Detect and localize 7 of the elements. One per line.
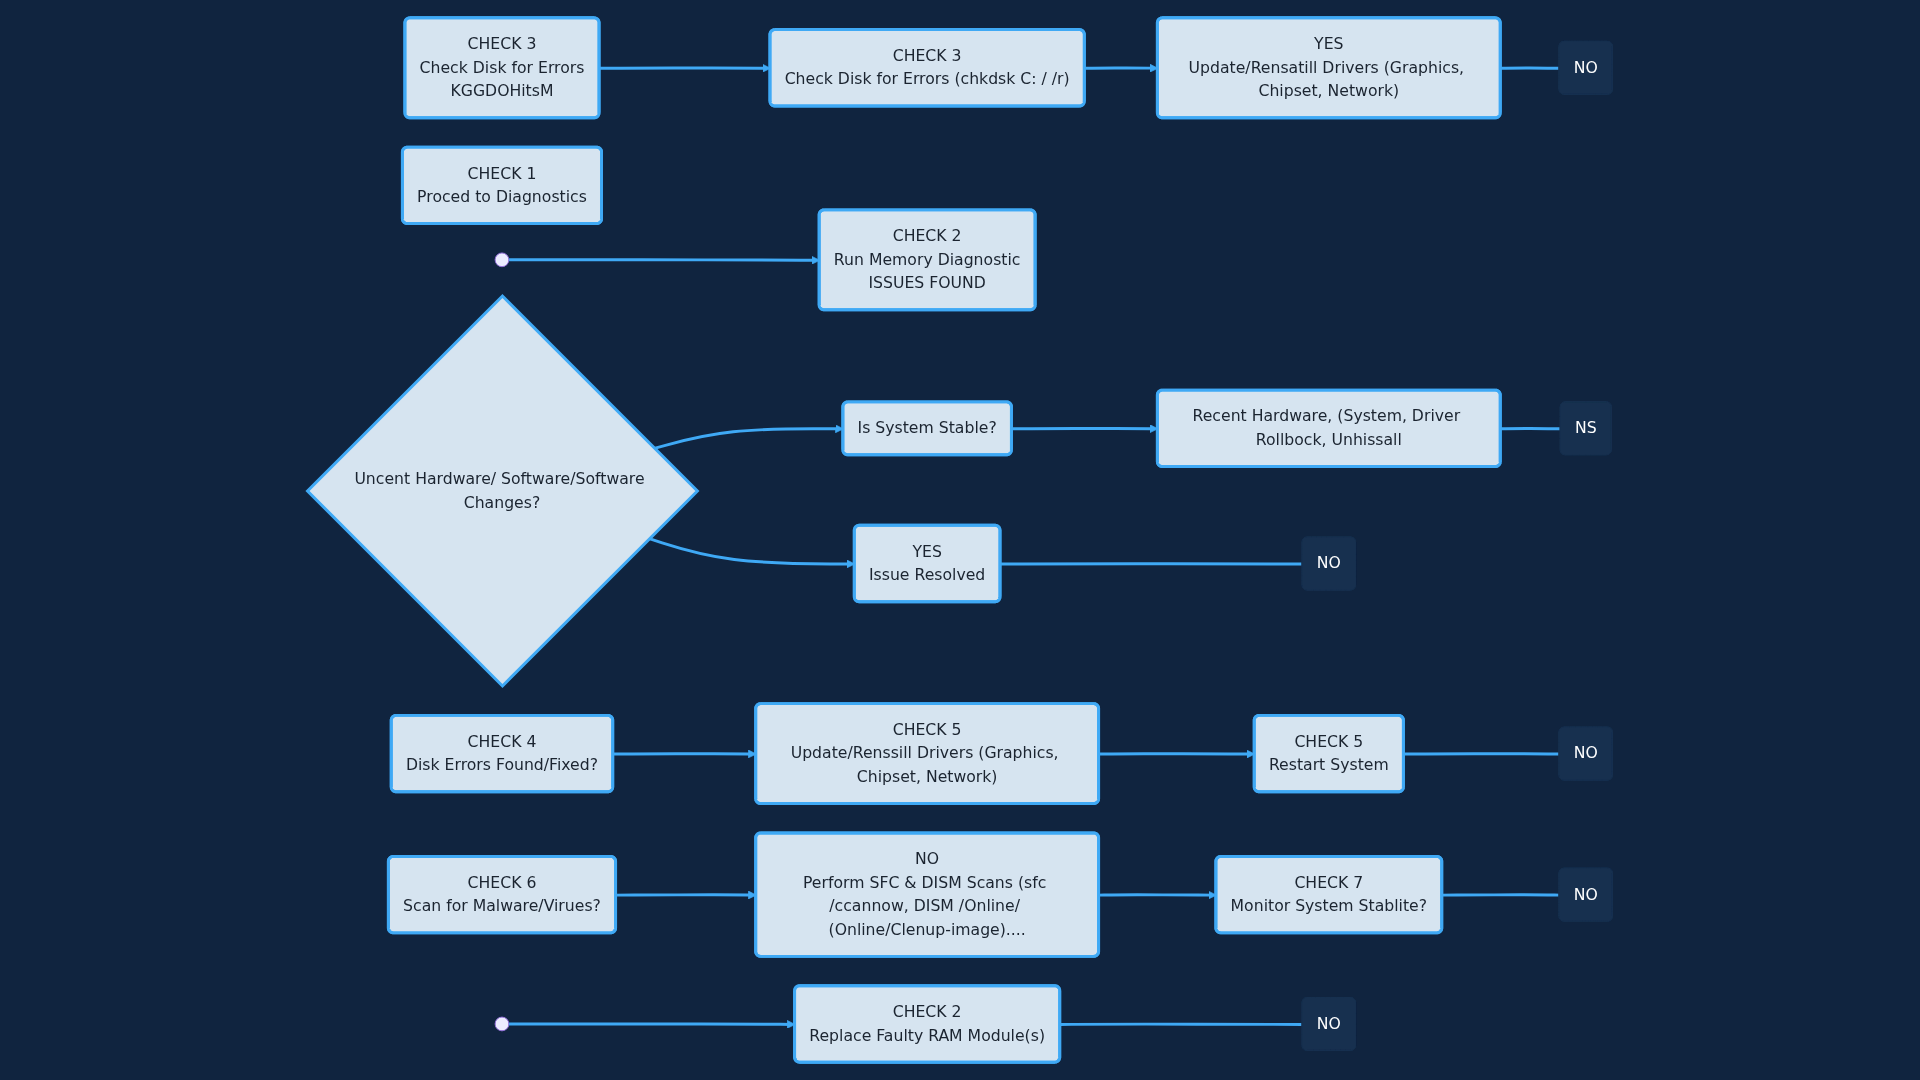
connector [1000,562,1303,566]
connector [1500,427,1561,431]
connector [1442,893,1560,897]
node-diamond: Uncent Hardware/ Software/Software Changes? [305,294,700,689]
connector [1500,66,1560,70]
connector [1403,752,1560,756]
connector [1060,1022,1303,1026]
